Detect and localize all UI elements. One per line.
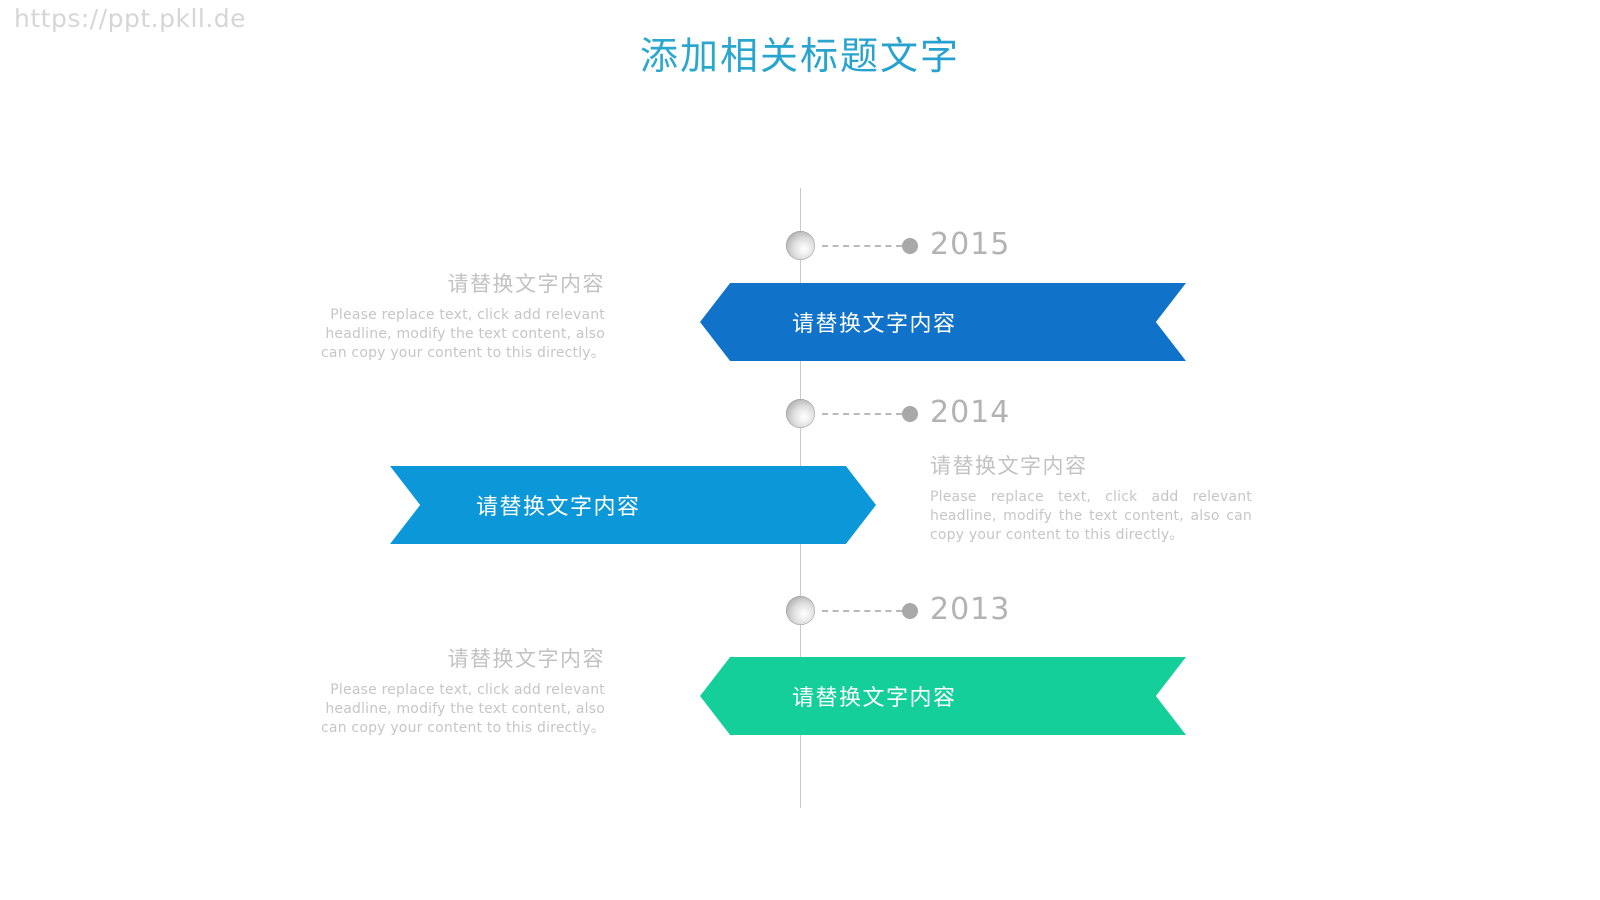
copy-heading: 请替换文字内容: [447, 272, 605, 296]
timeline-sphere-icon: [786, 231, 815, 260]
copy-body: Please replace text, click add relevant …: [930, 489, 1252, 543]
copy-heading: 请替换文字内容: [447, 647, 605, 671]
timeline-dashed-connector: [822, 413, 902, 415]
timeline-node-2015[interactable]: 2015: [0, 227, 1600, 262]
timeline-node-2014[interactable]: 2014: [0, 395, 1600, 430]
timeline-sphere-icon: [786, 596, 815, 625]
timeline-dashed-connector: [822, 610, 902, 612]
copy-block-1: 请替换文字内容 Please replace text, click add r…: [305, 268, 605, 363]
timeline-year-label: 2014: [930, 395, 1011, 430]
banner-ribbon-2[interactable]: 请替换文字内容: [390, 466, 876, 544]
page-title: 添加相关标题文字: [0, 30, 1600, 82]
timeline-sphere-icon: [786, 399, 815, 428]
timeline-year-label: 2013: [930, 592, 1011, 627]
banner-label: 请替换文字内容: [792, 312, 957, 337]
timeline-node-2013[interactable]: 2013: [0, 592, 1600, 627]
copy-body: Please replace text, click add relevant …: [321, 307, 605, 361]
timeline-dashed-connector: [822, 245, 902, 247]
banner-ribbon-1[interactable]: 请替换文字内容: [700, 283, 1186, 361]
banner-label: 请替换文字内容: [476, 495, 641, 520]
timeline-dot-icon: [902, 238, 918, 254]
timeline-dot-icon: [902, 603, 918, 619]
timeline-year-label: 2015: [930, 227, 1011, 262]
timeline-dot-icon: [902, 406, 918, 422]
watermark-url: https://ppt.pkll.de: [14, 4, 247, 33]
copy-body: Please replace text, click add relevant …: [321, 682, 605, 736]
banner-ribbon-3[interactable]: 请替换文字内容: [700, 657, 1186, 735]
copy-heading: 请替换文字内容: [930, 454, 1088, 478]
banner-label: 请替换文字内容: [792, 686, 957, 711]
copy-block-2: 请替换文字内容 Please replace text, click add r…: [930, 450, 1252, 545]
copy-block-3: 请替换文字内容 Please replace text, click add r…: [305, 643, 605, 738]
